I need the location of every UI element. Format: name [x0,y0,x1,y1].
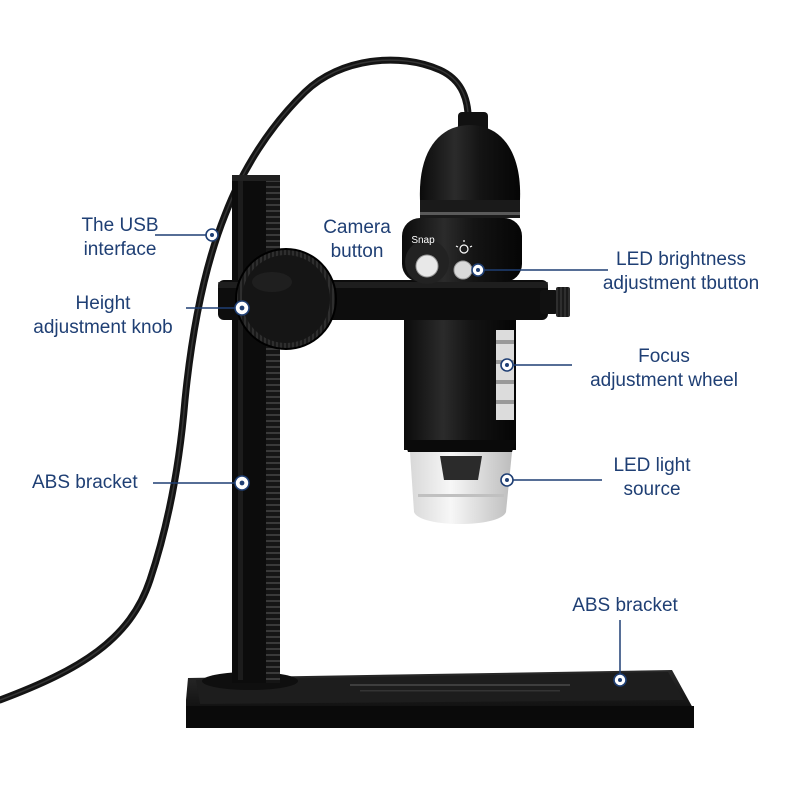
camera-button-label: Camera button [323,217,391,262]
abs-bracket-base-label: ABS bracket [572,595,678,616]
led-symbol-icon [455,240,473,254]
lens-cap [410,452,512,524]
led-brightness-marker-icon [471,263,485,277]
snap-button[interactable] [415,254,439,278]
abs-base-marker-icon [613,673,627,687]
led-button[interactable] [453,260,473,280]
height-knob [235,248,337,350]
focus-wheel-label: Focus adjustment wheel [590,346,738,391]
callout-markers [205,228,627,687]
height-knob-label: Height adjustment knob [33,293,173,338]
usb-marker-icon [205,228,219,242]
led-light-source-label: LED light source [613,455,691,500]
abs-bracket-stand-label: ABS bracket [32,472,138,493]
focus-marker-icon [500,358,514,372]
knob-marker-icon [234,300,250,316]
snap-button-label: Snap [411,235,435,246]
abs-stand-marker-icon [234,475,250,491]
callout-lines [153,234,621,680]
usb-interface-label: The USB interface [81,215,159,260]
stand-base [186,670,694,728]
microscope-body [402,112,522,452]
led-source-marker-icon [500,473,514,487]
led-brightness-label: LED brightness adjustment tbutton [602,249,760,294]
